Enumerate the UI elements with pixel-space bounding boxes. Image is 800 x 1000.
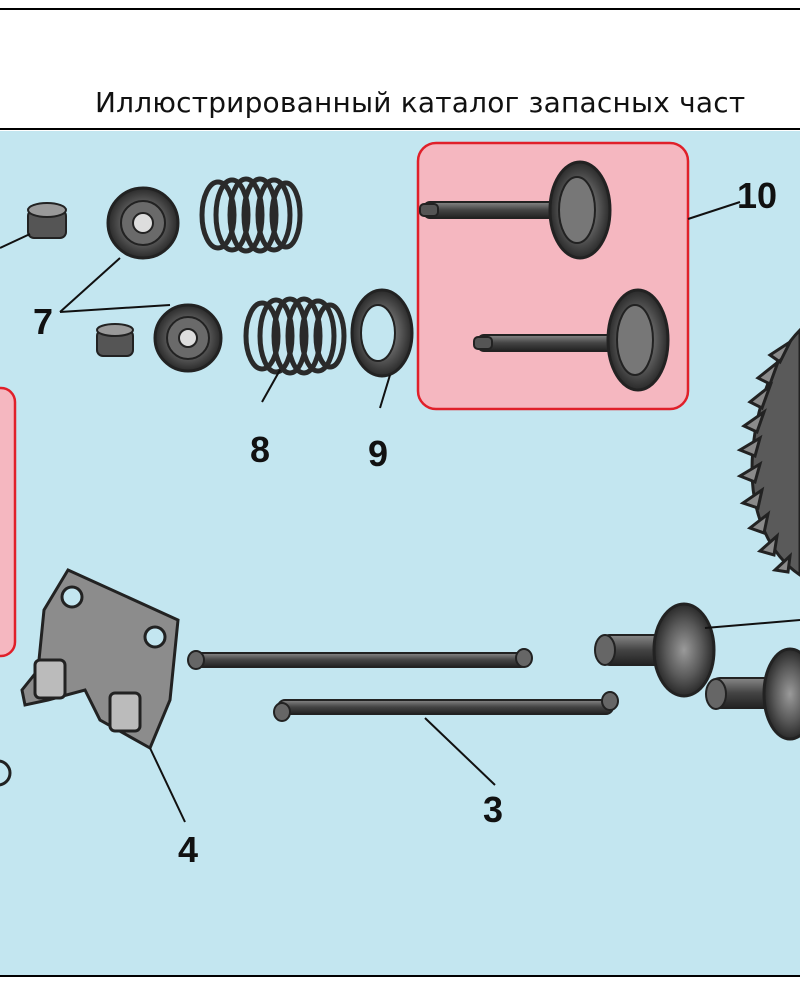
spring-seat — [350, 288, 414, 378]
callout-10: 10 — [737, 175, 777, 216]
spring-retainer-upper — [106, 186, 180, 260]
tappet-upper — [594, 602, 716, 698]
callout-4: 4 — [178, 829, 198, 870]
highlight-box-left — [0, 386, 17, 658]
valve-spring-lower — [243, 296, 347, 376]
push-rod-lower — [273, 691, 619, 722]
leader-lines — [0, 201, 800, 823]
valve-spring-upper — [199, 176, 303, 254]
spring-retainer-lower — [153, 303, 223, 373]
camshaft-gear — [736, 327, 800, 577]
title-rule — [0, 128, 800, 130]
callout-9: 9 — [368, 433, 388, 474]
page-title: Иллюстрированный каталог запасных част — [95, 86, 746, 119]
valve-upper — [419, 160, 612, 260]
valve-cap-lower — [96, 323, 134, 357]
diagram-panel: 7 8 9 10 3 4 — [0, 131, 800, 975]
callout-3: 3 — [483, 789, 503, 830]
washer-partial — [0, 759, 12, 787]
top-rule — [0, 8, 800, 10]
gasket-plate — [20, 568, 180, 751]
valve-cap-upper — [27, 202, 67, 239]
bottom-rule — [0, 975, 800, 977]
push-rod-upper — [187, 648, 533, 670]
callout-7: 7 — [33, 301, 53, 342]
valve-lower — [473, 288, 670, 392]
tappet-lower — [705, 647, 800, 741]
callout-8: 8 — [250, 429, 270, 470]
parts-diagram: 7 8 9 10 3 4 — [0, 131, 800, 975]
